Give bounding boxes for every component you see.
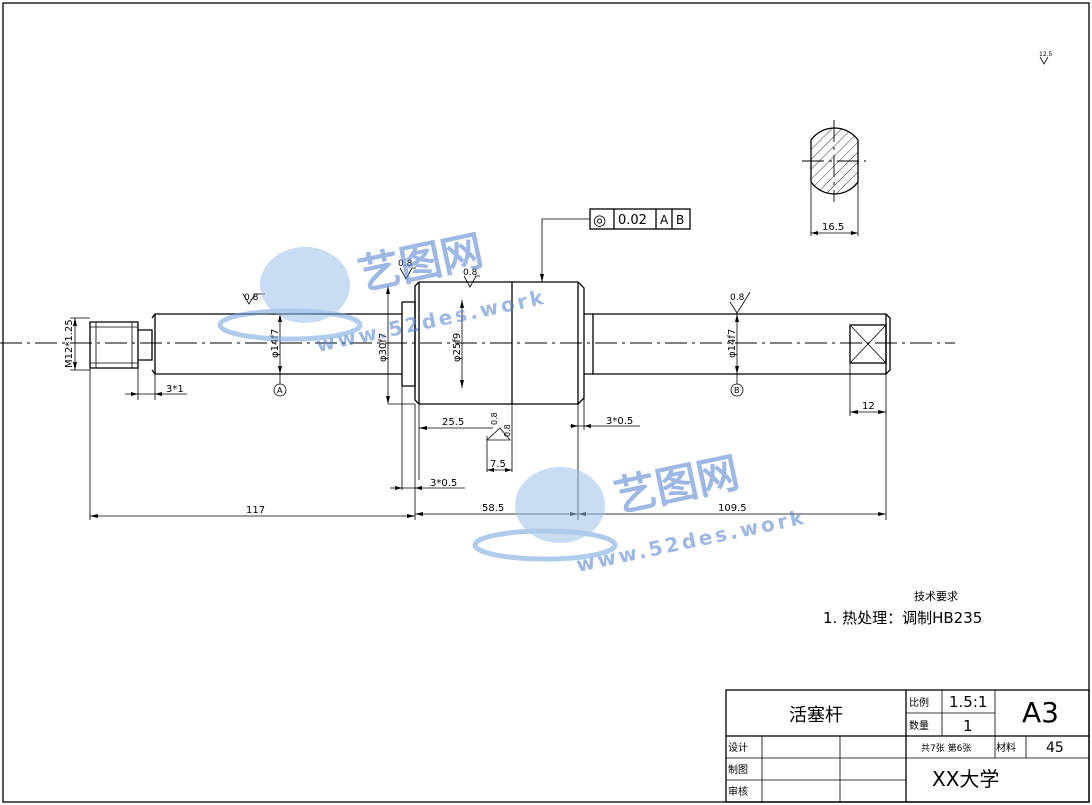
svg-text:数量: 数量 — [909, 719, 929, 732]
title-block: 活塞杆 比例 1.5:1 数量 1 A3 设计 制图 审核 共7张 第6张 材料… — [725, 689, 1090, 803]
tech-requirements-item: 1. 热处理：调制HB235 — [823, 609, 982, 627]
watermark-logo: 艺图网 www.52des.work — [472, 448, 808, 577]
svg-text:0.8: 0.8 — [398, 259, 413, 269]
roughness-symbol: 0.8 — [398, 259, 416, 280]
svg-text:比例: 比例 — [909, 696, 929, 709]
dim-thread: M12*1.25 — [64, 319, 75, 368]
part-name: 活塞杆 — [789, 705, 843, 726]
svg-text:审核: 审核 — [728, 785, 748, 798]
dim-dia14-left: φ14f7 — [270, 329, 281, 358]
datum-b: B — [730, 374, 744, 397]
watermark-logo: 艺图网 www.52des.work — [217, 226, 548, 357]
svg-text:A: A — [660, 213, 669, 227]
dim-chamfer-mid: 3*0.5 — [430, 478, 457, 489]
svg-text:12.5: 12.5 — [1039, 51, 1053, 58]
paper-size: A3 — [1022, 696, 1059, 729]
svg-text:B: B — [734, 386, 740, 395]
roughness-symbol: 0.8 — [463, 268, 480, 288]
dim-117: 117 — [246, 505, 265, 516]
tech-requirements-title: 技术要求 — [914, 590, 958, 603]
dim-7-5: 7.5 — [490, 459, 506, 470]
shaft-outline — [89, 281, 891, 405]
dim-dia25: φ25f9 — [452, 333, 463, 362]
dim-12: 12 — [862, 401, 875, 412]
svg-text:0.02: 0.02 — [618, 213, 647, 228]
svg-text:0.8: 0.8 — [503, 424, 512, 437]
roughness-symbol: 0.8 — [242, 293, 265, 305]
svg-text:材料: 材料 — [996, 741, 1016, 754]
svg-text:设计: 设计 — [728, 741, 748, 754]
dim-section: 16.5 — [822, 222, 844, 233]
svg-text:艺图网: 艺图网 — [354, 226, 487, 300]
dim-dia30: φ30f7 — [378, 333, 389, 362]
datum-a: A — [273, 374, 287, 397]
roughness-symbol: 0.8 — [729, 291, 751, 314]
svg-text:制图: 制图 — [728, 763, 748, 776]
svg-text:0.8: 0.8 — [730, 293, 745, 303]
dim-dia14-right: φ14f7 — [727, 329, 738, 358]
dim-chamfer-left: 3*1 — [166, 384, 184, 395]
svg-text:A: A — [277, 386, 283, 395]
svg-text:www.52des.work: www.52des.work — [314, 285, 548, 357]
coaxial-icon: ◎ — [593, 211, 606, 229]
svg-text:0.8: 0.8 — [244, 293, 259, 303]
tolerance-frame: ◎ 0.02 A B — [589, 208, 691, 230]
dimension-texts: M12*1.25 φ14f7 φ30f7 φ25f9 φ14f7 3*1 3*0… — [64, 319, 875, 516]
school-name: XX大学 — [932, 767, 999, 791]
roughness-corner: 12.5 — [1039, 51, 1053, 65]
svg-text:B: B — [676, 213, 684, 227]
svg-text:0.8: 0.8 — [463, 268, 478, 278]
svg-text:1.5:1: 1.5:1 — [949, 693, 987, 711]
svg-text:1: 1 — [963, 717, 973, 735]
svg-text:0.8: 0.8 — [490, 412, 499, 425]
svg-text:共7张 第6张: 共7张 第6张 — [921, 742, 971, 754]
dim-25-5: 25.5 — [442, 417, 464, 428]
cross-section-view: 16.5 — [802, 120, 866, 236]
svg-text:45: 45 — [1046, 740, 1064, 756]
dim-chamfer-right: 3*0.5 — [606, 416, 633, 427]
roughness-symbol: 0.8 0.8 — [486, 412, 512, 441]
dim-109-5: 109.5 — [718, 503, 747, 514]
dim-58-5: 58.5 — [482, 503, 504, 514]
